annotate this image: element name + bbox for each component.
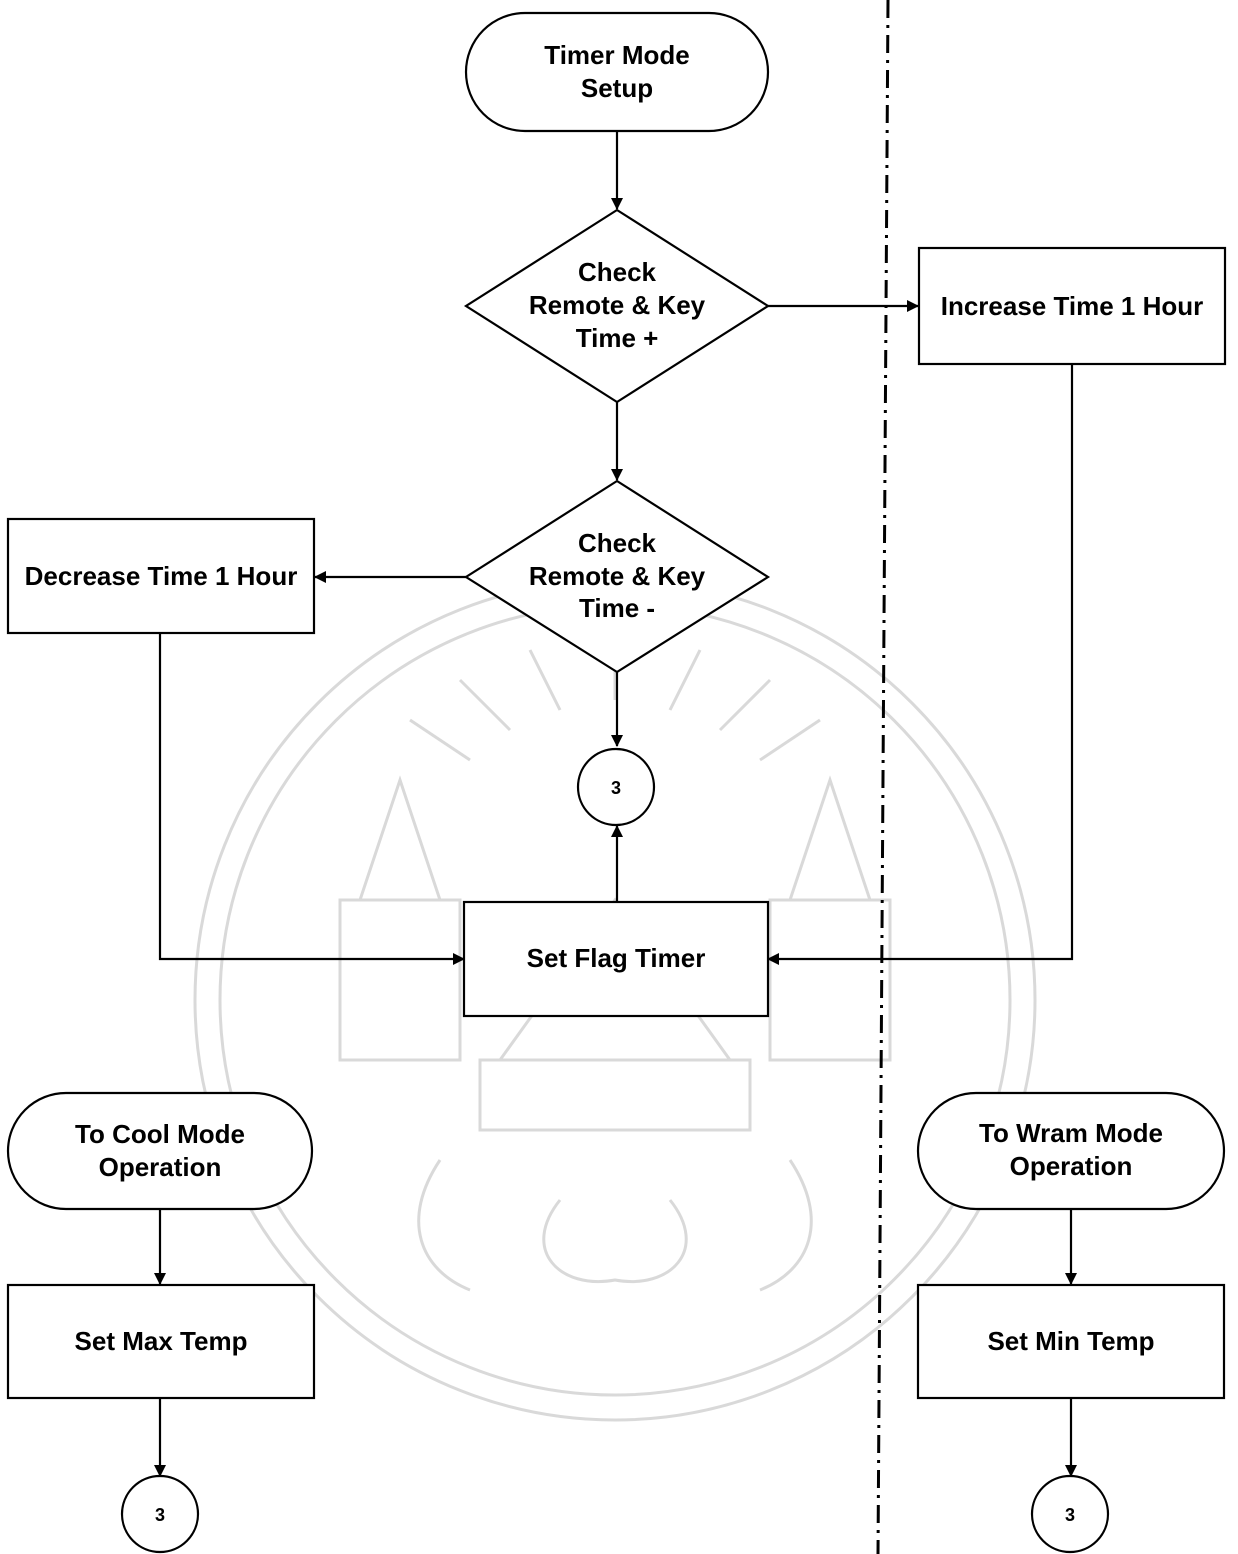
set-max-temp-process: Set Max Temp [6,1283,316,1400]
connector-left: 3 [120,1474,200,1554]
decrease-time-process: Decrease Time 1 Hour [6,517,316,635]
connector-center: 3 [576,747,656,827]
node-label-line: Set Min Temp [987,1326,1154,1356]
timer-mode-setup-terminator: Timer Mode Setup [464,11,770,133]
node-label-line: Operation [1010,1151,1133,1181]
node-label-line: Time - [579,593,655,623]
node-label-line: Timer Mode [544,40,689,70]
node-label-line: Decrease Time 1 Hour [25,561,298,591]
set-flag-timer-process: Set Flag Timer [462,900,770,1018]
node-label-line: Set Max Temp [75,1326,248,1356]
set-min-temp-process: Set Min Temp [916,1283,1226,1400]
node-label-line: Increase Time 1 Hour [941,291,1204,321]
connector-label: 3 [1065,1505,1075,1525]
node-label-line: To Wram Mode [979,1118,1163,1148]
connector-label: 3 [611,778,621,798]
node-label-line: Check [578,528,657,558]
connector-label: 3 [155,1505,165,1525]
arrow-decrease-to-set-flag [158,633,465,965]
node-label-line: Remote & Key [529,290,706,320]
node-label-line: Time + [576,323,659,353]
check-time-minus-decision: Check Remote & Key Time - [463,479,771,674]
node-label-line: Setup [581,73,653,103]
node-label-line: Operation [99,1152,222,1182]
connectors [154,131,1077,1477]
node-label-line: Set Flag Timer [527,943,706,973]
warm-mode-terminator: To Wram Mode Operation [916,1091,1226,1211]
increase-time-process: Increase Time 1 Hour [917,246,1227,366]
arrow-increase-to-set-flag [767,364,1074,965]
node-label-line: Check [578,257,657,287]
cool-mode-terminator: To Cool Mode Operation [6,1091,314,1211]
node-label-line: To Cool Mode [75,1119,245,1149]
section-divider [876,0,890,1554]
check-time-plus-decision: Check Remote & Key Time + [463,208,771,404]
node-label-line: Remote & Key [529,561,706,591]
connector-right: 3 [1030,1474,1110,1554]
